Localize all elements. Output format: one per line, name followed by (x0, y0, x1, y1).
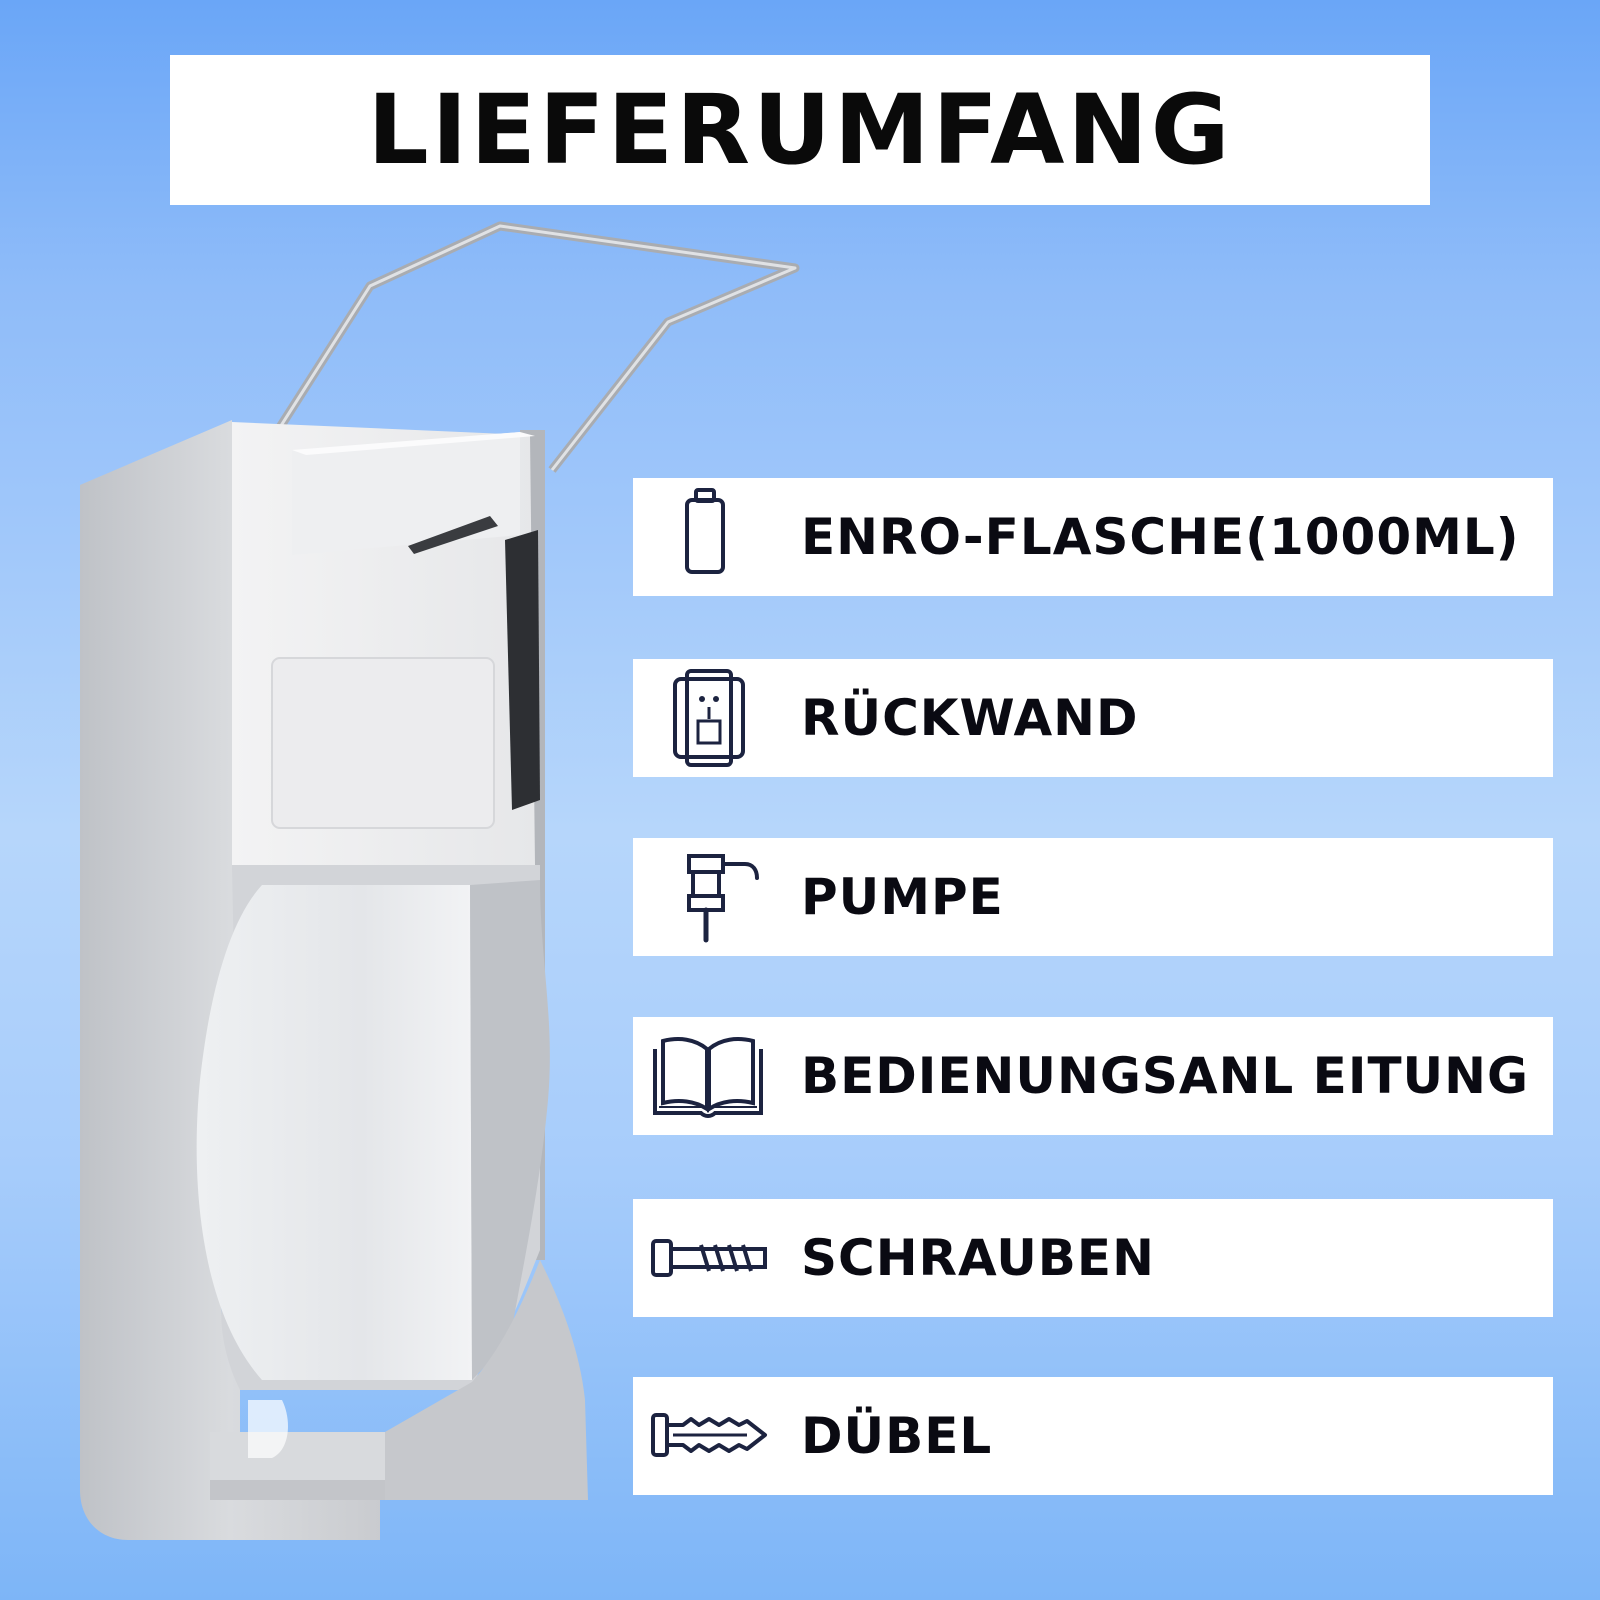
list-item-pump: PUMPE (633, 838, 1553, 956)
bottle-icon (643, 482, 773, 592)
dowel-icon (643, 1381, 773, 1491)
screw-icon (643, 1203, 773, 1313)
item-label: SCHRAUBEN (801, 1229, 1155, 1287)
back-panel-icon (643, 663, 773, 773)
item-label: PUMPE (801, 868, 1004, 926)
pump-icon (643, 842, 773, 952)
list-item-screws: SCHRAUBEN (633, 1199, 1553, 1317)
list-item-manual: BEDIENUNGSANL EITUNG (633, 1017, 1553, 1135)
item-label: DÜBEL (801, 1407, 993, 1465)
book-icon (643, 1021, 773, 1131)
item-label: BEDIENUNGSANL EITUNG (801, 1047, 1530, 1105)
item-label: ENRO-FLASCHE(1000ML) (801, 508, 1520, 566)
title-banner: LIEFERUMFANG (170, 55, 1430, 205)
list-item-bottle: ENRO-FLASCHE(1000ML) (633, 478, 1553, 596)
list-item-dowels: DÜBEL (633, 1377, 1553, 1495)
item-label: RÜCKWAND (801, 689, 1139, 747)
list-item-back-panel: RÜCKWAND (633, 659, 1553, 777)
soap-dispenser-illustration (80, 221, 800, 1540)
page-title: LIEFERUMFANG (367, 74, 1233, 186)
